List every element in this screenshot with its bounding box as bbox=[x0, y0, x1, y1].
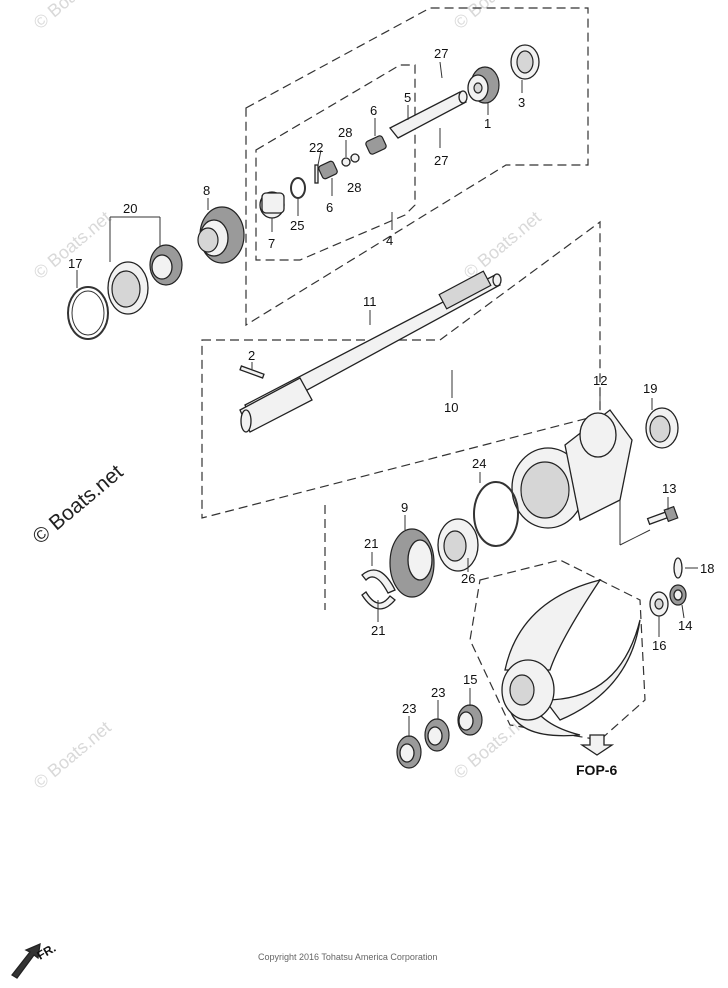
part-28-ball bbox=[350, 153, 360, 163]
part-label: 23 bbox=[431, 685, 445, 700]
part-14-nut bbox=[669, 584, 687, 606]
part-8-gear bbox=[197, 206, 245, 264]
part-6-spring-upper bbox=[365, 135, 387, 155]
part-label: 23 bbox=[402, 701, 416, 716]
propeller bbox=[501, 578, 641, 737]
part-12-housing bbox=[511, 409, 633, 529]
part-label: 22 bbox=[309, 140, 323, 155]
part-3-ring bbox=[510, 44, 540, 80]
part-label: 13 bbox=[662, 481, 676, 496]
part-label: 18 bbox=[700, 561, 714, 576]
front-arrow-icon bbox=[11, 942, 41, 979]
part-label: 20 bbox=[123, 201, 137, 216]
part-label: 6 bbox=[326, 200, 333, 215]
part-18-pin bbox=[673, 557, 683, 579]
part-label: 1 bbox=[484, 116, 491, 131]
part-19-bearing bbox=[645, 407, 679, 449]
down-arrow-icon bbox=[579, 734, 615, 756]
part-16-washer bbox=[649, 591, 669, 617]
part-11-shaft bbox=[239, 270, 502, 433]
watermark: © Boats.net bbox=[30, 0, 115, 33]
part-13-bolt bbox=[646, 505, 679, 526]
part-15-bushing bbox=[457, 704, 483, 736]
part-label: 24 bbox=[472, 456, 486, 471]
part-22-pin bbox=[314, 164, 319, 184]
part-label: 27 bbox=[434, 153, 448, 168]
part-label: 9 bbox=[401, 500, 408, 515]
shaft-group-outline bbox=[201, 220, 601, 519]
part-label: 7 bbox=[268, 236, 275, 251]
shift-group-outline bbox=[255, 64, 416, 261]
part-label: 10 bbox=[444, 400, 458, 415]
part-17-ring bbox=[67, 286, 109, 340]
leader-lines bbox=[76, 61, 698, 737]
part-label: 28 bbox=[338, 125, 352, 140]
part-9-gear bbox=[389, 528, 435, 598]
part-label: 26 bbox=[461, 571, 475, 586]
part-28-ball bbox=[341, 157, 351, 167]
main-watermark: © Boats.net bbox=[28, 460, 127, 548]
part-label: 21 bbox=[364, 536, 378, 551]
part-label: 21 bbox=[371, 623, 385, 638]
part-label: 2 bbox=[248, 348, 255, 363]
part-1-clutch bbox=[467, 66, 500, 104]
part-label: 14 bbox=[678, 618, 692, 633]
watermark: © Boats.net bbox=[30, 207, 115, 283]
part-7-plunger bbox=[259, 191, 285, 219]
part-6-spring-lower bbox=[318, 160, 338, 180]
part-label: 27 bbox=[434, 46, 448, 61]
part-label: 4 bbox=[386, 233, 393, 248]
part-23-washer bbox=[396, 735, 422, 769]
watermark: © Boats.net bbox=[30, 717, 115, 793]
copyright: Copyright 2016 Tohatsu America Corporati… bbox=[258, 952, 437, 962]
part-2-pin bbox=[239, 365, 265, 379]
part-label: 15 bbox=[463, 672, 477, 687]
part-label: 19 bbox=[643, 381, 657, 396]
part-label: 11 bbox=[363, 294, 377, 309]
part-26-bearing bbox=[437, 518, 479, 572]
part-label: 28 bbox=[347, 180, 361, 195]
part-20-bearing bbox=[107, 244, 183, 315]
front-label: FR. bbox=[35, 941, 59, 963]
part-label: 8 bbox=[203, 183, 210, 198]
part-label: 25 bbox=[290, 218, 304, 233]
part-label: 3 bbox=[518, 95, 525, 110]
part-label: 17 bbox=[68, 256, 82, 271]
part-23-washer bbox=[424, 718, 450, 752]
part-label: 5 bbox=[404, 90, 411, 105]
part-5-rod bbox=[388, 90, 468, 139]
part-21-ring bbox=[361, 569, 396, 594]
fop-reference: FOP-6 bbox=[576, 762, 617, 778]
watermark: © Boats.net bbox=[450, 0, 535, 33]
part-24-oring bbox=[473, 481, 519, 547]
part-label: 16 bbox=[652, 638, 666, 653]
part-21-ring bbox=[361, 591, 396, 610]
part-label: 12 bbox=[593, 373, 607, 388]
part-label: 6 bbox=[370, 103, 377, 118]
outer-group-outline bbox=[245, 7, 589, 327]
part-25-circlip bbox=[290, 177, 306, 199]
propeller-outline bbox=[469, 559, 646, 741]
